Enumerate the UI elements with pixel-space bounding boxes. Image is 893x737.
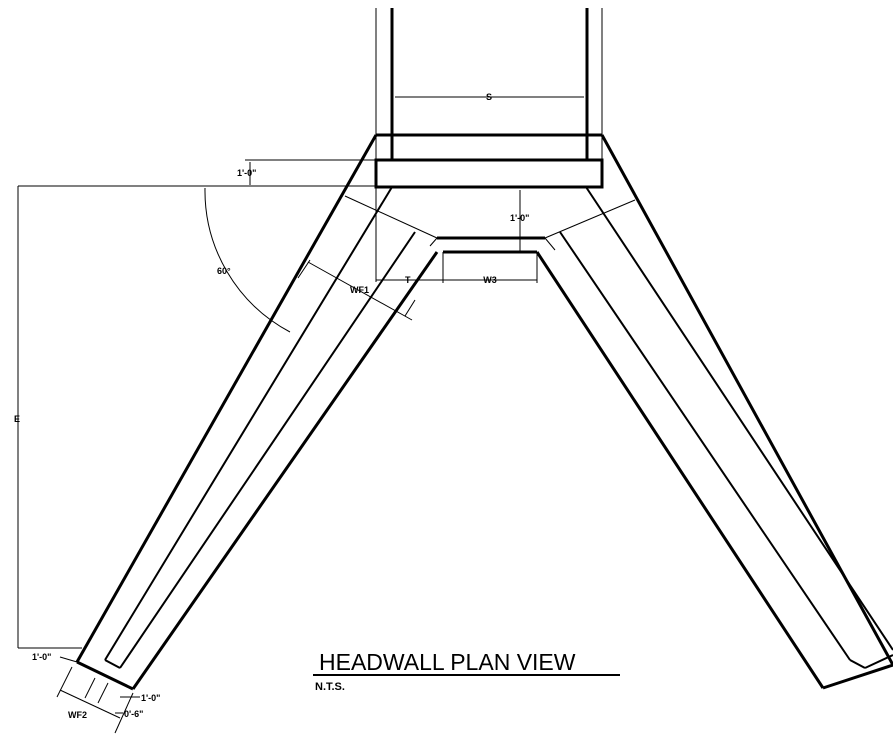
dimension-label-wf1: WF1 [350, 285, 369, 295]
right-wingwall [535, 134, 893, 690]
dimension-label-w3: W3 [483, 275, 497, 285]
drawing-title: HEADWALL PLAN VIEW [319, 649, 576, 675]
dimension-t: T [375, 187, 443, 285]
dimension-label-apron-offset: 1'-0" [510, 213, 529, 223]
dimension-s: S [395, 92, 584, 102]
dimension-apron-offset: 1'-0" [510, 190, 529, 252]
left-wingwall [75, 134, 439, 691]
dimension-label-e: E [14, 414, 20, 424]
dimension-label-wing-end-half: 0'-6" [124, 709, 143, 719]
angle-label: 60° [217, 266, 231, 276]
angle-annotation: 60° [18, 185, 376, 333]
dimension-w3: W3 [443, 275, 537, 285]
dimension-label-top-offset: 1'-0" [237, 168, 256, 178]
dimension-label-wing-end-left: 1'-0" [32, 652, 51, 662]
dimension-wf1: WF1 [297, 259, 416, 321]
dimension-label-s: S [486, 92, 492, 102]
dimension-wing-end: 1'-0" WF2 1'-0" 0'-6" [32, 652, 160, 734]
dimension-label-t: T [405, 275, 411, 285]
dimension-e: E [14, 186, 82, 649]
apron-slab [344, 195, 636, 283]
headwall-body [374, 133, 604, 189]
scale-note: N.T.S. [315, 681, 345, 693]
title-block: HEADWALL PLAN VIEW N.T.S. [313, 649, 620, 693]
dimension-label-wf2: WF2 [68, 710, 87, 720]
dimension-label-wing-end-right: 1'-0" [141, 693, 160, 703]
dimension-top-offset: 1'-0" [237, 159, 376, 185]
